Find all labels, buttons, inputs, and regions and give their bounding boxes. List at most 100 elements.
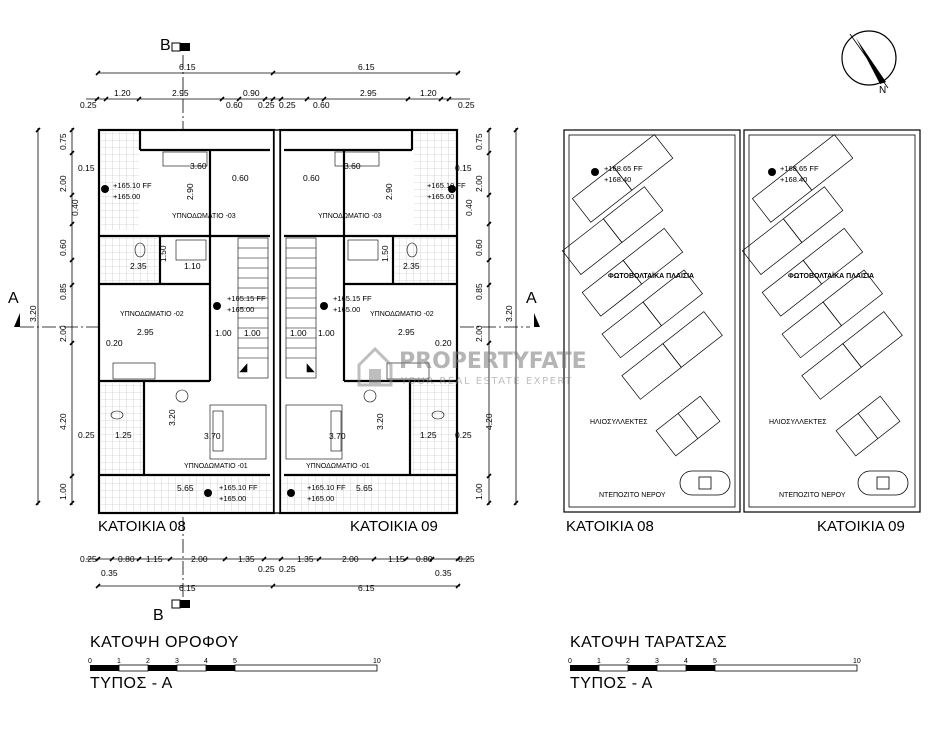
inner-dim: 1.10 xyxy=(184,261,201,271)
bathroom-tiles xyxy=(412,383,455,473)
room-label-08-bedroom2: ΥΠΝΟΔΩΜΑΤΙΟ -02 xyxy=(120,311,184,318)
party-wall xyxy=(273,129,281,514)
roof-plan xyxy=(561,129,921,513)
section-b-top-label: B xyxy=(160,37,171,54)
section-marker-a-right xyxy=(534,313,540,327)
roof-house-08-label: ΚΑΤΟΙΚΙΑ 08 xyxy=(566,518,654,535)
level-marker xyxy=(101,168,776,497)
pv-panels-09 xyxy=(741,134,903,400)
water-tank-08 xyxy=(679,470,731,496)
bottom-dimension-lines xyxy=(86,556,470,589)
level-ff: +165.15 FF xyxy=(333,294,372,303)
level-ff: +165.10 FF xyxy=(113,181,152,190)
roof-level-ff: +168.65 FF xyxy=(604,164,643,173)
room-label-08-bedroom1: ΥΠΝΟΔΩΜΑΤΙΟ -01 xyxy=(184,463,248,470)
dim-bottom: 2.00 xyxy=(342,554,359,564)
dim-left: 0.85 xyxy=(58,283,68,300)
inner-dim: 1.50 xyxy=(158,245,168,262)
scale-tick: 1 xyxy=(597,658,601,665)
dim-left: 0.60 xyxy=(58,239,68,256)
room-label-09-bedroom2: ΥΠΝΟΔΩΜΑΤΙΟ -02 xyxy=(370,311,434,318)
room-label-08-bedroom3: ΥΠΝΟΔΩΜΑΤΙΟ -03 xyxy=(172,213,236,220)
inner-dim: 3.70 xyxy=(204,431,221,441)
inner-dim: 2.35 xyxy=(130,261,147,271)
level-ff: +165.10 FF xyxy=(219,483,258,492)
dim-left: 0.75 xyxy=(58,133,68,150)
dim-top-total-08: 6.15 xyxy=(179,62,196,72)
dim-top: 2.95 xyxy=(360,88,377,98)
furniture xyxy=(110,151,445,460)
dim-left: 0.15 xyxy=(78,163,95,173)
scale-tick: 1 xyxy=(117,658,121,665)
top-dimension-lines xyxy=(86,70,470,102)
house-08-label: ΚΑΤΟΙΚΙΑ 08 xyxy=(98,518,186,535)
dim-left: 1.00 xyxy=(58,483,68,500)
inner-dim: 1.00 xyxy=(290,328,307,338)
balcony-tiles xyxy=(101,477,272,511)
dim-top-total-09: 6.15 xyxy=(358,62,375,72)
scale-bar-roof xyxy=(570,664,858,672)
inner-dim: 1.00 xyxy=(215,328,232,338)
inner-dim: 1.00 xyxy=(244,328,261,338)
bathroom-tiles xyxy=(101,383,143,473)
dim-right: 0.75 xyxy=(474,133,484,150)
solar-collectors-09 xyxy=(835,395,901,457)
scale-tick: 5 xyxy=(713,658,717,665)
dim-left: 0.40 xyxy=(70,199,80,216)
house-logo-icon xyxy=(357,346,393,387)
collectors-label: ΗΛΙΟΣΥΛΛΕΚΤΕΣ xyxy=(590,419,648,426)
level-ff: +165.10 FF xyxy=(307,483,346,492)
dim-top: 0.25 xyxy=(80,100,97,110)
dim-right: 0.15 xyxy=(455,163,472,173)
roof-level-ff: +168.65 FF xyxy=(780,164,819,173)
dim-bottom: 1.15 xyxy=(146,554,163,564)
roof-plan-type: ΤΥΠΟΣ - Α xyxy=(570,675,653,692)
inner-dim: 3.20 xyxy=(167,409,177,426)
inner-dim: 0.60 xyxy=(232,173,249,183)
balcony-tiles xyxy=(282,477,455,511)
section-marker-b-bottom xyxy=(171,599,190,609)
dim-top: 1.20 xyxy=(114,88,131,98)
inner-dim: 2.95 xyxy=(137,327,154,337)
dim-top: 0.25 xyxy=(258,100,275,110)
scale-tick: 10 xyxy=(853,658,861,665)
dim-right: 0.85 xyxy=(474,283,484,300)
dim-bottom: 0.80 xyxy=(118,554,135,564)
inner-dim: 2.90 xyxy=(384,183,394,200)
side-dimension-lines xyxy=(35,127,519,506)
pv-label: ΦΩΤΟΒΟΛΤΑΪΚΑ ΠΛΑΙΣΙΑ xyxy=(788,272,874,280)
watermark-tagline: YOUR REAL ESTATE EXPERT xyxy=(401,376,573,387)
inner-dim: 3.20 xyxy=(375,413,385,430)
level-ff: +165.10 FF xyxy=(427,181,466,190)
north-arrow-icon xyxy=(841,30,897,89)
dim-left: 2.00 xyxy=(58,325,68,342)
dim-right: 0.60 xyxy=(474,239,484,256)
dim-left: 4.20 xyxy=(58,413,68,430)
scale-tick: 0 xyxy=(568,658,572,665)
level-fl: +165.00 xyxy=(307,494,334,503)
dim-bottom-small: 0.35 xyxy=(435,568,452,578)
dim-top: 0.25 xyxy=(458,100,475,110)
room-label-09-bedroom3: ΥΠΝΟΔΩΜΑΤΙΟ -03 xyxy=(318,213,382,220)
dim-top: 1.20 xyxy=(420,88,437,98)
roof-level-fl: +168.40 xyxy=(604,175,631,184)
inner-dim: 2.35 xyxy=(403,261,420,271)
water-tank-09 xyxy=(857,470,909,496)
roof-house-09-label: ΚΑΤΟΙΚΙΑ 09 xyxy=(817,518,905,535)
level-ff: +165.15 FF xyxy=(227,294,266,303)
scale-tick: 2 xyxy=(626,658,630,665)
pv-panels-08 xyxy=(561,134,723,400)
dim-left: 0.25 xyxy=(78,430,95,440)
dim-bottom-small: 0.25 xyxy=(258,564,275,574)
scale-tick: 4 xyxy=(684,658,688,665)
section-marker-b-top xyxy=(171,42,190,52)
level-fl: +165.00 xyxy=(219,494,246,503)
floor-plan-title: ΚΑΤΟΨΗ ΟΡΟΦΟΥ xyxy=(90,634,239,651)
bathroom-tiles xyxy=(395,238,455,283)
dim-bottom: 0.25 xyxy=(80,554,97,564)
scale-tick: 10 xyxy=(373,658,381,665)
house-09-label: ΚΑΤΟΙΚΙΑ 09 xyxy=(350,518,438,535)
dim-top: 0.90 xyxy=(243,88,260,98)
balcony-tiles xyxy=(101,132,139,230)
